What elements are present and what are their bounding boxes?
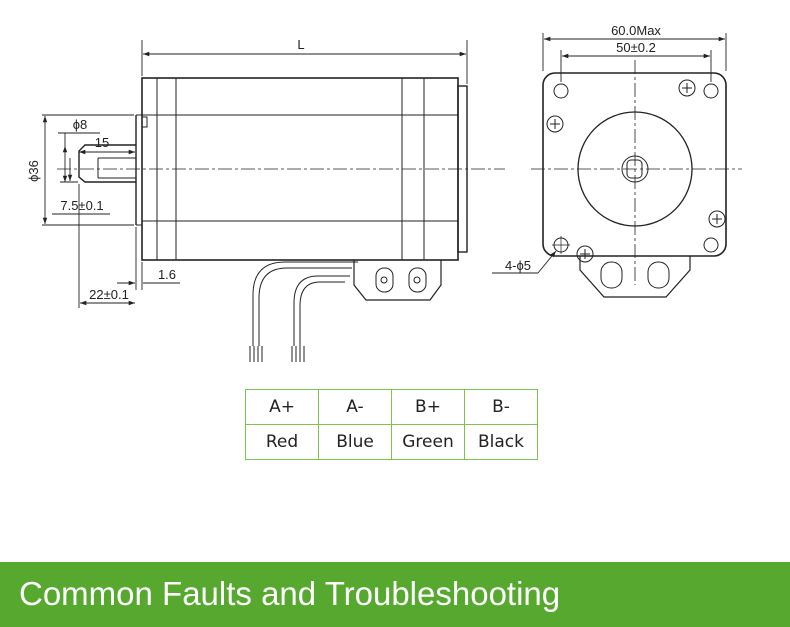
color-cell-blue: Blue <box>318 424 392 460</box>
mount-hole <box>703 237 719 253</box>
end-connector <box>579 256 691 298</box>
shaft-diameter-label: ϕ8 <box>73 117 88 132</box>
mount-hole <box>553 83 569 99</box>
color-cell-green: Green <box>391 424 465 460</box>
cable-2 <box>293 275 350 346</box>
phase-cell-a-plus: A+ <box>245 389 319 425</box>
mount-holes-label: 4-ϕ5 <box>505 258 531 273</box>
screw <box>576 245 594 263</box>
shaft-extension-label: 22±0.1 <box>89 287 129 302</box>
color-cell-black: Black <box>464 424 538 460</box>
front-flange <box>542 72 727 257</box>
wiring-table: A+ A- B+ B- Red Blue Green Black <box>245 389 538 460</box>
phase-cell-a-minus: A- <box>318 389 392 425</box>
connector-housing <box>353 260 442 301</box>
end-view <box>531 60 742 298</box>
flange-notch <box>141 116 148 128</box>
end-dimensions <box>492 33 727 274</box>
flange-thickness-label: 1.6 <box>158 267 176 282</box>
boss-diameter-label: ϕ36 <box>26 160 41 182</box>
shaft-length-label: 15 <box>95 135 109 150</box>
screw <box>678 79 696 97</box>
flat-depth-label: 7.5±0.1 <box>60 198 103 213</box>
mount-hole <box>703 83 719 99</box>
phase-cell-b-minus: B- <box>464 389 538 425</box>
cable-1 <box>252 261 358 346</box>
color-row: Red Blue Green Black <box>245 424 538 460</box>
frame-size-label: 60.0Max <box>611 23 661 38</box>
hole-spacing-label: 50±0.2 <box>616 40 656 55</box>
side-dimension-labels: L ϕ36 ϕ8 15 7.5±0.1 1.6 22±0.1 <box>26 37 305 302</box>
section-banner: Common Faults and Troubleshooting <box>0 562 790 627</box>
phase-cell-b-plus: B+ <box>391 389 465 425</box>
side-dimensions <box>42 40 468 308</box>
side-view <box>57 77 505 362</box>
shaft <box>78 144 136 183</box>
screw <box>708 210 726 228</box>
screw <box>546 115 564 133</box>
banner-title: Common Faults and Troubleshooting <box>19 575 561 612</box>
motor-drawing: L ϕ36 ϕ8 15 7.5±0.1 1.6 22±0.1 <box>26 23 742 362</box>
length-label: L <box>297 37 304 52</box>
end-dimension-labels: 60.0Max 50±0.2 4-ϕ5 <box>505 23 661 273</box>
phase-row: A+ A- B+ B- <box>245 389 538 425</box>
color-cell-red: Red <box>245 424 319 460</box>
